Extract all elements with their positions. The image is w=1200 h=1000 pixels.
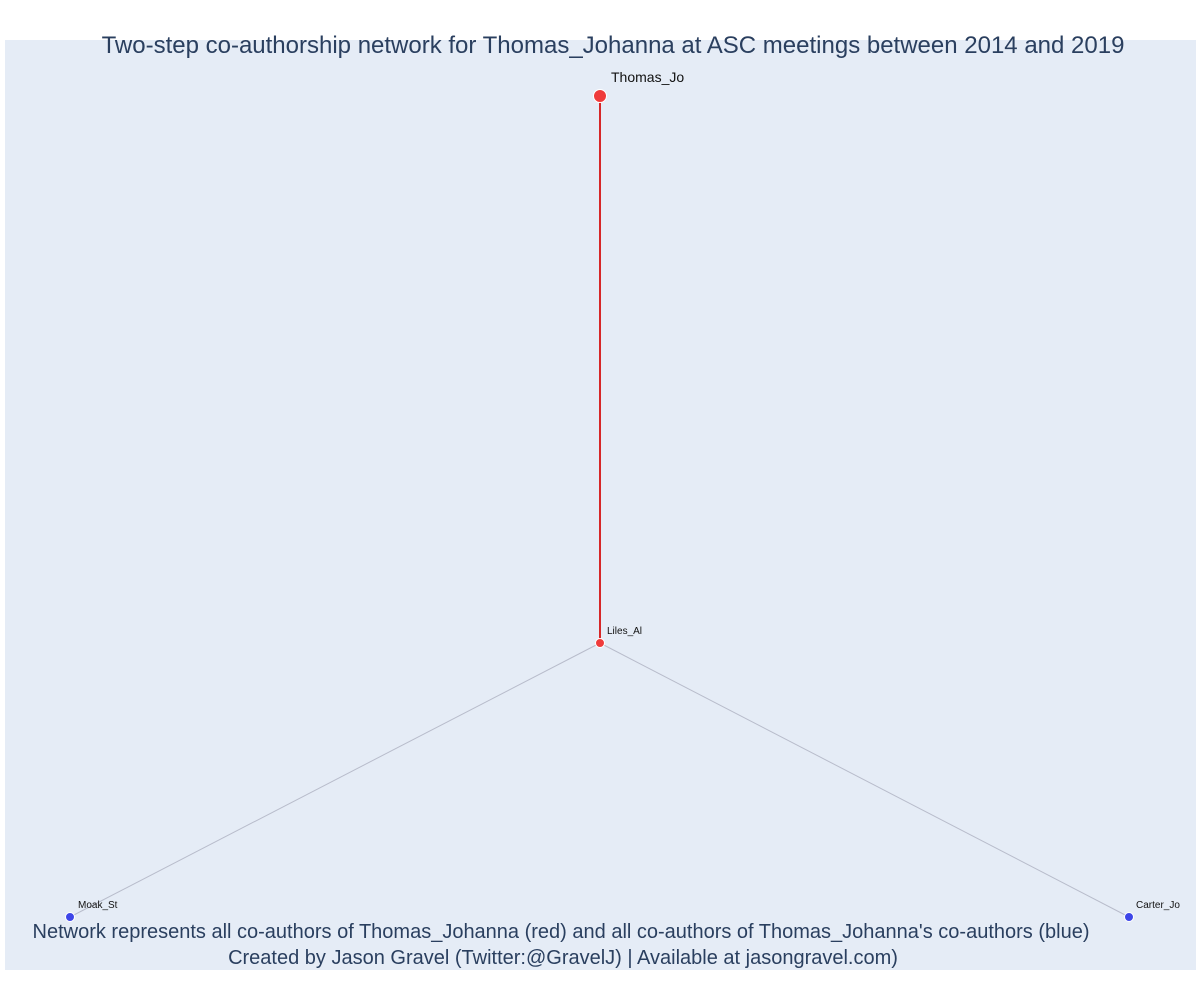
node-moak_st[interactable]	[65, 912, 75, 922]
footer-note: Network represents all co-authors of Tho…	[33, 921, 1090, 943]
chart-title: Two-step co-authorship network for Thoma…	[102, 32, 1125, 59]
nodes-layer	[65, 89, 1134, 922]
node-label-thomas_jo: Thomas_Jo	[611, 69, 684, 85]
node-thomas_jo[interactable]	[593, 89, 607, 103]
node-liles_al[interactable]	[595, 638, 605, 648]
node-carter_jo[interactable]	[1124, 912, 1134, 922]
node-label-liles_al: Liles_Al	[607, 626, 642, 637]
edge-liles_al-moak_st	[69, 642, 601, 918]
node-label-moak_st: Moak_St	[78, 900, 118, 911]
edge-liles_al-carter_jo	[599, 642, 1130, 918]
edges-layer	[69, 96, 1130, 918]
node-label-carter_jo: Carter_Jo	[1136, 900, 1180, 911]
footer-credit: Created by Jason Gravel (Twitter:@Gravel…	[228, 947, 898, 969]
